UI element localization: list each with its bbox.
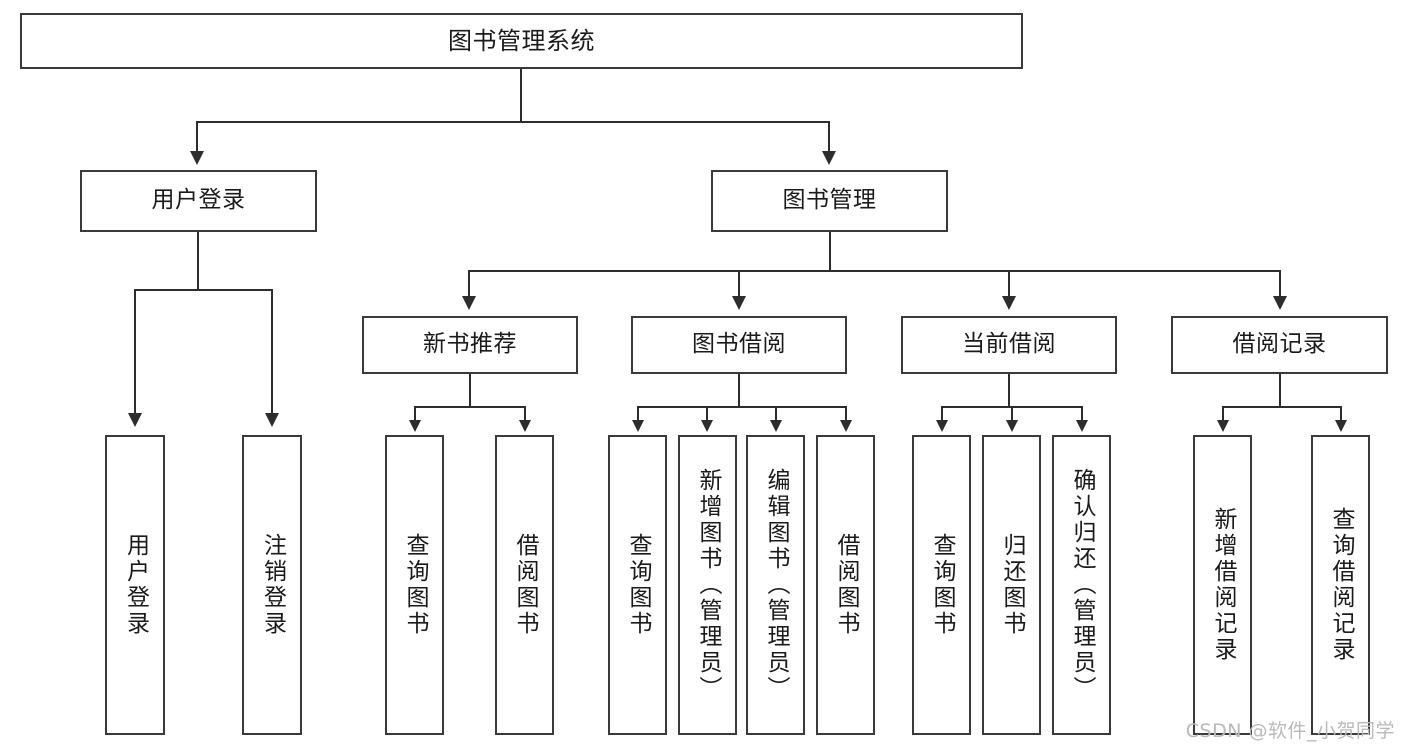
connector-cb-drop-2 bbox=[1011, 406, 1013, 422]
arrowhead-leaf-user-login bbox=[128, 413, 142, 427]
arrowhead-user-login bbox=[190, 151, 204, 165]
node-borrow-record[interactable]: 借阅记录 bbox=[1171, 316, 1388, 374]
node-leaf-confirm-return[interactable]: 确认归还（管理员） bbox=[1052, 435, 1111, 735]
connector-bm-drop-2 bbox=[738, 270, 740, 298]
node-root-system[interactable]: 图书管理系统 bbox=[20, 13, 1023, 69]
arrowhead-leaf-query-book-2 bbox=[632, 420, 644, 432]
connector-nbr-drop-1 bbox=[414, 406, 416, 422]
connector-bb-drop-1 bbox=[637, 406, 639, 422]
connector-user-login-stem bbox=[197, 232, 199, 289]
arrowhead-book-manage bbox=[822, 151, 836, 165]
node-leaf-borrow-book-2[interactable]: 借阅图书 bbox=[816, 435, 875, 735]
node-label: 新书推荐 bbox=[423, 331, 517, 358]
node-label: 编辑图书（管理员） bbox=[763, 468, 789, 702]
arrowhead-borrow-record bbox=[1273, 296, 1287, 310]
connector-cb-drop-3 bbox=[1081, 406, 1083, 422]
node-leaf-query-record[interactable]: 查询借阅记录 bbox=[1311, 435, 1370, 735]
node-leaf-borrow-book-1[interactable]: 借阅图书 bbox=[495, 435, 554, 735]
node-leaf-user-logout[interactable]: 注销登录 bbox=[242, 435, 302, 735]
arrowhead-current-borrow bbox=[1002, 296, 1016, 310]
connector-bb-stem bbox=[738, 374, 740, 406]
node-leaf-query-book-1[interactable]: 查询图书 bbox=[385, 435, 444, 735]
node-leaf-return-book[interactable]: 归还图书 bbox=[982, 435, 1041, 735]
arrowhead-new-book-rec bbox=[462, 296, 476, 310]
arrowhead-leaf-borrow-book-1 bbox=[519, 420, 531, 432]
connector-to-book-manage bbox=[828, 121, 830, 153]
arrowhead-leaf-user-logout bbox=[265, 413, 279, 427]
node-label: 新增借阅记录 bbox=[1210, 507, 1236, 663]
node-label: 查询借阅记录 bbox=[1328, 507, 1354, 663]
node-user-login[interactable]: 用户登录 bbox=[80, 170, 317, 232]
connector-bb-drop-4 bbox=[845, 406, 847, 422]
connector-user-login-drop-2 bbox=[271, 289, 273, 415]
connector-bm-drop-3 bbox=[1008, 270, 1010, 298]
node-leaf-user-login[interactable]: 用户登录 bbox=[105, 435, 165, 735]
connector-br-drop-1 bbox=[1222, 406, 1224, 422]
node-label: 用户登录 bbox=[151, 187, 246, 214]
arrowhead-leaf-query-book-1 bbox=[409, 420, 421, 432]
node-label: 查询图书 bbox=[625, 533, 651, 637]
node-label: 新增图书（管理员） bbox=[695, 468, 721, 702]
node-book-manage[interactable]: 图书管理 bbox=[711, 170, 948, 232]
arrowhead-book-borrow bbox=[732, 296, 746, 310]
arrowhead-leaf-add-book bbox=[701, 420, 713, 432]
node-book-borrow[interactable]: 图书借阅 bbox=[631, 316, 847, 374]
arrowhead-leaf-add-record bbox=[1217, 420, 1229, 432]
connector-br-bus bbox=[1222, 406, 1340, 408]
node-label: 借阅记录 bbox=[1232, 331, 1327, 358]
node-label: 借阅图书 bbox=[833, 533, 859, 637]
node-new-book-rec[interactable]: 新书推荐 bbox=[362, 316, 578, 374]
node-leaf-add-record[interactable]: 新增借阅记录 bbox=[1193, 435, 1252, 735]
node-label: 查询图书 bbox=[929, 533, 955, 637]
node-label: 图书管理 bbox=[782, 187, 877, 214]
node-label: 图书借阅 bbox=[692, 331, 786, 358]
node-label: 归还图书 bbox=[999, 533, 1025, 637]
arrowhead-leaf-query-record bbox=[1335, 420, 1347, 432]
connector-nbr-stem bbox=[469, 374, 471, 406]
connector-br-stem bbox=[1279, 374, 1281, 406]
connector-book-manage-bus bbox=[468, 270, 1279, 272]
node-label: 借阅图书 bbox=[512, 533, 538, 637]
node-label: 注销登录 bbox=[259, 533, 286, 637]
connector-cb-drop-1 bbox=[941, 406, 943, 422]
node-leaf-query-book-2[interactable]: 查询图书 bbox=[608, 435, 667, 735]
node-leaf-edit-book[interactable]: 编辑图书（管理员） bbox=[746, 435, 805, 735]
connector-book-manage-stem bbox=[829, 232, 831, 270]
connector-root-stem bbox=[520, 69, 522, 121]
connector-br-drop-2 bbox=[1340, 406, 1342, 422]
node-label: 查询图书 bbox=[402, 533, 428, 637]
node-label: 确认归还（管理员） bbox=[1069, 468, 1095, 702]
node-label: 图书管理系统 bbox=[448, 26, 595, 55]
connector-user-login-drop-1 bbox=[134, 289, 136, 415]
connector-nbr-bus bbox=[414, 406, 524, 408]
node-label: 当前借阅 bbox=[962, 331, 1056, 358]
node-leaf-add-book[interactable]: 新增图书（管理员） bbox=[678, 435, 737, 735]
connector-bb-drop-2 bbox=[706, 406, 708, 422]
connector-bm-drop-1 bbox=[468, 270, 470, 298]
connector-bb-bus bbox=[637, 406, 845, 408]
connector-root-bus bbox=[196, 121, 828, 123]
connector-bm-drop-4 bbox=[1279, 270, 1281, 298]
arrowhead-leaf-edit-book bbox=[770, 420, 782, 432]
arrowhead-leaf-return-book bbox=[1006, 420, 1018, 432]
node-label: 用户登录 bbox=[122, 533, 149, 637]
arrowhead-leaf-confirm-return bbox=[1076, 420, 1088, 432]
node-current-borrow[interactable]: 当前借阅 bbox=[901, 316, 1117, 374]
arrowhead-leaf-borrow-book-2 bbox=[840, 420, 852, 432]
connector-nbr-drop-2 bbox=[524, 406, 526, 422]
arrowhead-leaf-query-book-3 bbox=[936, 420, 948, 432]
connector-to-user-login bbox=[196, 121, 198, 153]
connector-bb-drop-3 bbox=[775, 406, 777, 422]
connector-user-login-bus bbox=[134, 289, 271, 291]
node-leaf-query-book-3[interactable]: 查询图书 bbox=[912, 435, 971, 735]
connector-cb-stem bbox=[1008, 374, 1010, 406]
